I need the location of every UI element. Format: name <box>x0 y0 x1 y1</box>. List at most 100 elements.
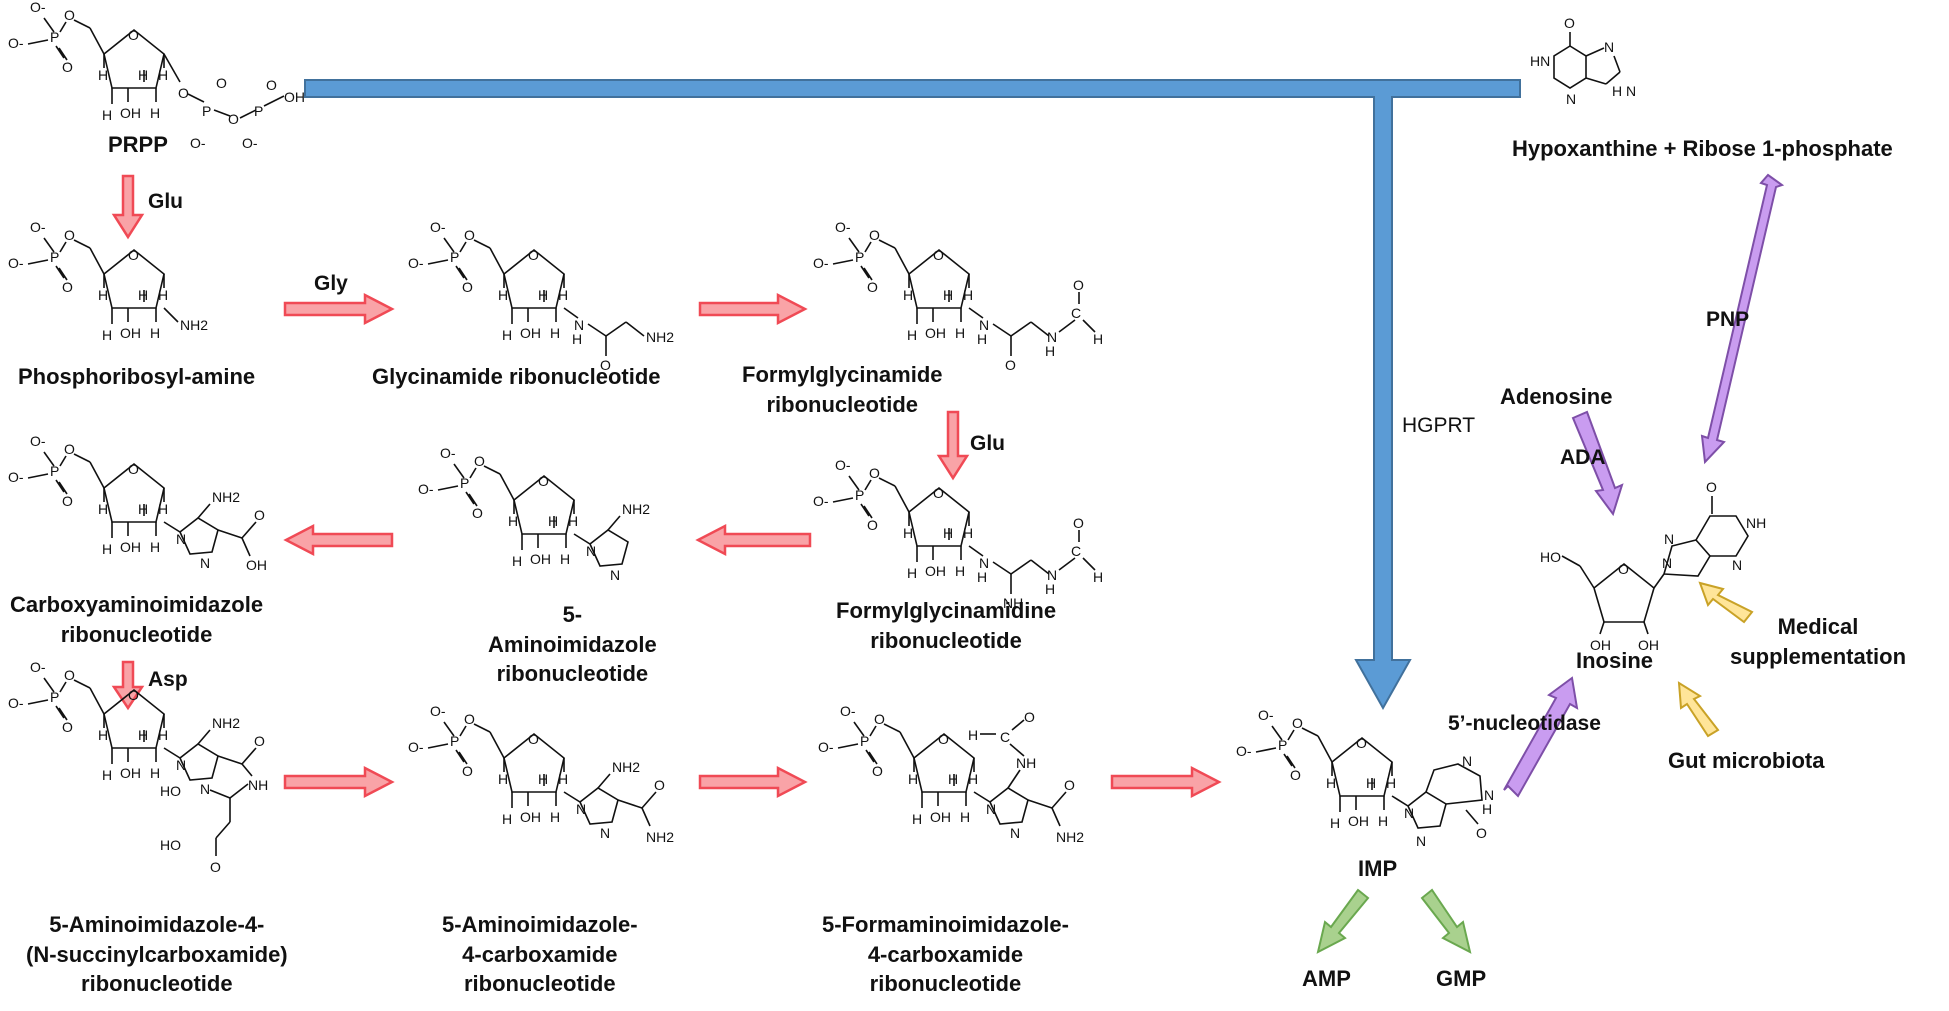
svg-text:O: O <box>1706 479 1717 495</box>
inosine-structure: HO O OH OH N N O NH N <box>1540 479 1766 653</box>
gar-structure: N H O NH2 <box>407 218 674 373</box>
label-air-line3: ribonucleotide <box>496 661 649 687</box>
phosphoribosylamine-structure: NH2 <box>7 218 208 344</box>
svg-text:N: N <box>176 531 186 547</box>
cair-structure: N N NH2 O OH <box>7 432 267 573</box>
svg-text:N: N <box>600 825 610 841</box>
svg-text:N: N <box>1462 753 1472 769</box>
svg-text:P: P <box>202 103 211 119</box>
svg-text:O: O <box>1564 15 1575 31</box>
label-fgar-line1: Formylglycinamide <box>742 362 943 387</box>
label-imp: IMP <box>1358 856 1398 881</box>
hgprt-arrow <box>304 79 1521 711</box>
label-aicar-line2: 4-carboxamide <box>462 941 618 967</box>
enzyme-hgprt: HGPRT <box>1402 414 1476 437</box>
svg-text:N: N <box>586 543 596 559</box>
label-adenosine: Adenosine <box>1500 384 1613 409</box>
label-medical-line1: Medical <box>1777 614 1859 639</box>
label-faicar-line2: 4-carboxamide <box>867 941 1024 967</box>
svg-text:NH: NH <box>1016 755 1036 771</box>
air-structure: N N NH2 <box>417 444 650 583</box>
svg-text:N: N <box>176 757 186 773</box>
svg-text:N: N <box>1047 567 1057 583</box>
svg-text:N: N <box>986 801 996 817</box>
svg-text:N: N <box>200 781 210 797</box>
svg-text:NH: NH <box>1003 595 1023 611</box>
label-fgam-line1: Formylglycinamidine <box>836 598 1057 623</box>
label-aicar-line1: 5-Aminoimidazole- <box>442 912 638 937</box>
svg-text:OH: OH <box>284 89 305 105</box>
label-saicar: 5-Aminoimidazole-4- (N-succinylcarboxami… <box>26 910 288 999</box>
fgar-structure: N H O N H C O H <box>812 218 1103 373</box>
arrow-fgar-to-fgam <box>936 410 970 481</box>
label-cair-line1: Carboxyaminoimidazole <box>10 592 264 617</box>
svg-text:N: N <box>1662 555 1672 571</box>
svg-text:C: C <box>1000 729 1010 745</box>
svg-text:O: O <box>178 85 189 101</box>
svg-text:NH2: NH2 <box>212 489 240 505</box>
enzyme-asp: Asp <box>148 668 188 691</box>
svg-text:N: N <box>1664 531 1674 547</box>
svg-text:NH: NH <box>1746 515 1766 531</box>
label-fgam: Formylglycinamidine ribonucleotide <box>836 596 1056 655</box>
svg-text:NH2: NH2 <box>212 715 240 731</box>
arrow-faicar-to-imp <box>1110 765 1222 799</box>
svg-text:H: H <box>1093 331 1103 347</box>
svg-text:N: N <box>1604 39 1614 55</box>
svg-text:O: O <box>1064 777 1075 793</box>
label-prpp: PRPP <box>108 132 168 157</box>
label-saicar-line1: 5-Aminoimidazole-4- <box>49 912 265 937</box>
svg-text:H: H <box>1482 801 1492 817</box>
aicar-structure: N N NH2 O NH2 <box>407 702 674 845</box>
svg-text:NH2: NH2 <box>646 329 674 345</box>
label-saicar-line3: ribonucleotide <box>81 971 233 997</box>
svg-text:O: O <box>228 111 239 127</box>
enzyme-ada: ADA <box>1560 446 1606 469</box>
arrow-amine-to-gar <box>283 292 395 326</box>
gmp-arrow <box>1420 888 1472 954</box>
ada-arrow <box>1571 410 1624 517</box>
label-fgar-line2: ribonucleotide <box>766 391 919 417</box>
svg-text:C: C <box>1071 543 1081 559</box>
svg-text:N: N <box>1416 833 1426 849</box>
label-faicar-line3: ribonucleotide <box>869 971 1022 997</box>
enzyme-gly: Gly <box>314 272 348 295</box>
svg-text:N: N <box>574 317 584 333</box>
arrow-aicar-to-faicar <box>698 765 808 799</box>
label-faicar-line1: 5-Formaminoimidazole- <box>822 912 1069 937</box>
label-inosine: Inosine <box>1576 648 1654 673</box>
label-aicar-line3: ribonucleotide <box>464 971 616 997</box>
svg-text:N: N <box>200 555 210 571</box>
svg-text:O: O <box>1024 709 1035 725</box>
label-phosphoribosylamine: Phosphoribosyl-amine <box>18 364 256 389</box>
enzyme-nucleotidase: 5’-nucleotidase <box>1448 712 1601 735</box>
svg-text:H: H <box>1045 581 1055 597</box>
label-hypoxanthine: Hypoxanthine + Ribose 1-phosphate <box>1512 136 1893 161</box>
svg-text:HO: HO <box>160 837 181 853</box>
imp-structure: N N N H N O <box>1235 706 1494 849</box>
svg-text:O: O <box>216 75 227 91</box>
arrow-fgam-to-air <box>695 523 812 557</box>
label-gar: Glycinamide ribonucleotide <box>372 364 661 389</box>
svg-text:H N: H N <box>1612 83 1636 99</box>
label-cair-line2: ribonucleotide <box>60 621 213 647</box>
green-arrows <box>1316 888 1472 954</box>
svg-text:NH2: NH2 <box>180 317 208 333</box>
svg-text:O: O <box>654 777 665 793</box>
saicar-structure: N N NH2 O NH HO HO O <box>7 658 268 875</box>
svg-text:OH: OH <box>246 557 267 573</box>
arrow-air-to-cair <box>283 523 394 557</box>
svg-text:O: O <box>266 77 277 93</box>
svg-text:O: O <box>210 859 221 875</box>
label-air: 5- Aminoimidazole ribonucleotide <box>488 600 657 689</box>
arrow-prpp-to-amine <box>111 174 145 240</box>
svg-text:O-: O- <box>190 135 206 151</box>
svg-text:O: O <box>600 357 611 373</box>
svg-text:H: H <box>572 331 582 347</box>
svg-text:N: N <box>979 555 989 571</box>
svg-text:C: C <box>1071 305 1081 321</box>
svg-text:O: O <box>1476 825 1487 841</box>
faicar-structure: N N NH C H O O NH2 <box>817 702 1084 845</box>
svg-text:O: O <box>1005 357 1016 373</box>
